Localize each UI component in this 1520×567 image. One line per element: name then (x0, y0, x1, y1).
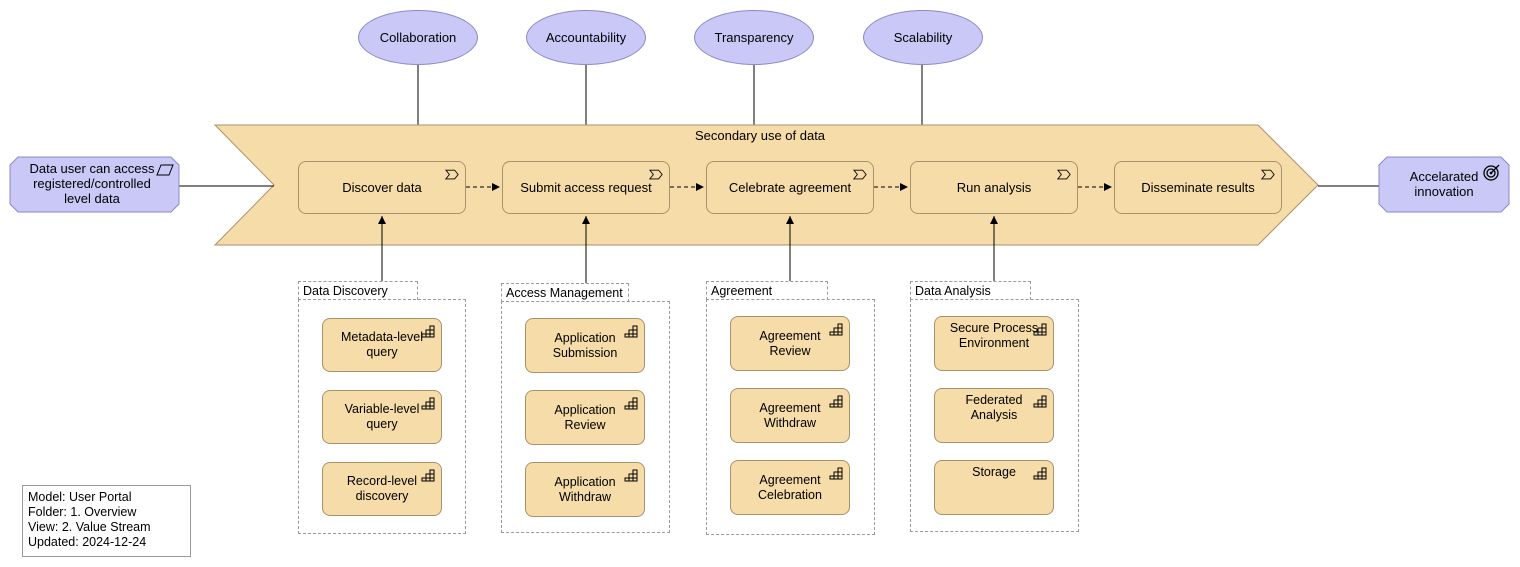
value-scalability[interactable]: Scalability (863, 10, 983, 65)
capability-icon (421, 397, 435, 410)
stage-submit-access-request[interactable]: Submit access request (502, 161, 670, 214)
group-tab-access-management: Access Management (501, 283, 629, 302)
value-collaboration[interactable]: Collaboration (358, 10, 478, 65)
value-label: Scalability (893, 30, 953, 45)
stage-label: Submit access request (520, 180, 652, 195)
capability-agreement-withdraw[interactable]: Agreement Withdraw (730, 388, 850, 443)
capability-agreement-celebration[interactable]: Agreement Celebration (730, 460, 850, 515)
capability-record-level-discovery[interactable]: Record-level discovery (322, 462, 442, 516)
capability-icon (1033, 323, 1047, 336)
value-stream-icon (445, 169, 459, 180)
capability-label: Agreement Review (759, 328, 821, 358)
stage-label: Celebrate agreement (728, 180, 852, 195)
value-transparency[interactable]: Transparency (694, 10, 814, 65)
capability-agreement-review[interactable]: Agreement Review (730, 316, 850, 371)
capability-icon (624, 325, 638, 338)
value-accountability[interactable]: Accountability (526, 10, 646, 65)
capability-label: Federated Analysis (965, 393, 1023, 422)
capability-icon (624, 397, 638, 410)
stage-run-analysis[interactable]: Run analysis (910, 161, 1078, 214)
capability-label: Variable-level query (344, 402, 420, 431)
capability-icon (829, 467, 843, 480)
capability-label: Record-level discovery (346, 474, 418, 503)
capability-application-review[interactable]: Application Review (525, 390, 645, 445)
capability-label: Application Withdraw (554, 474, 616, 504)
capability-icon (1033, 467, 1047, 480)
capability-icon (421, 469, 435, 482)
stage-label: Discover data (342, 180, 422, 195)
outcome-label: Accelarated innovation (1409, 169, 1479, 199)
group-tab-data-analysis: Data Analysis (910, 281, 1031, 300)
value-stream-icon (853, 169, 867, 180)
group-agreement[interactable] (706, 299, 875, 535)
value-stream-icon (649, 169, 663, 180)
capability-icon (829, 395, 843, 408)
value-stream-icon (1261, 169, 1275, 180)
info-view: View: 2. Value Stream (28, 520, 151, 534)
group-access-management[interactable] (501, 301, 670, 533)
value-label: Collaboration (379, 30, 457, 45)
capability-icon (1033, 395, 1047, 408)
capability-label: Secure Process Environment (949, 321, 1039, 350)
stream-title: Secondary use of data (694, 128, 826, 143)
capability-secure-process-environment[interactable]: Secure Process Environment (934, 316, 1054, 371)
capability-storage[interactable]: Storage (934, 460, 1054, 515)
value-label: Accountability (545, 30, 627, 45)
value-stream-icon (1057, 169, 1071, 180)
capability-icon (421, 325, 435, 338)
stakeholder-shape[interactable] (9, 156, 180, 213)
group-tab-data-discovery: Data Discovery (298, 281, 418, 300)
capability-label: Metadata-level query (341, 330, 423, 359)
capability-label: Storage (972, 465, 1016, 479)
stage-disseminate-results[interactable]: Disseminate results (1114, 161, 1282, 214)
business-object-icon (156, 164, 174, 176)
group-tab-agreement: Agreement (706, 281, 828, 300)
capability-label: Application Review (554, 402, 616, 432)
stage-discover-data[interactable]: Discover data (298, 161, 466, 214)
model-info-box: Model: User Portal Folder: 1. Overview V… (22, 485, 191, 557)
stage-celebrate-agreement[interactable]: Celebrate agreement (706, 161, 874, 214)
capability-icon (829, 323, 843, 336)
group-data-discovery[interactable] (298, 299, 466, 534)
capability-label: Application Submission (552, 330, 618, 360)
info-updated: Updated: 2024-12-24 (28, 535, 147, 549)
target-icon (1483, 164, 1500, 181)
capability-label: Agreement Celebration (758, 472, 822, 502)
capability-application-submission[interactable]: Application Submission (525, 318, 645, 373)
info-model: Model: User Portal (28, 490, 132, 504)
capability-application-withdraw[interactable]: Application Withdraw (525, 462, 645, 517)
stage-label: Disseminate results (1141, 180, 1255, 195)
capability-federated-analysis[interactable]: Federated Analysis (934, 388, 1054, 443)
capability-label: Agreement Withdraw (759, 400, 821, 430)
stage-label: Run analysis (956, 180, 1032, 195)
capability-icon (624, 469, 638, 482)
value-label: Transparency (714, 30, 794, 45)
outcome-shape[interactable] (1378, 156, 1510, 213)
info-folder: Folder: 1. Overview (28, 505, 137, 519)
stakeholder-label: Data user can access registered/controll… (29, 161, 155, 206)
capability-variable-level-query[interactable]: Variable-level query (322, 390, 442, 444)
capability-metadata-level-query[interactable]: Metadata-level query (322, 318, 442, 372)
group-data-analysis[interactable] (910, 299, 1079, 532)
